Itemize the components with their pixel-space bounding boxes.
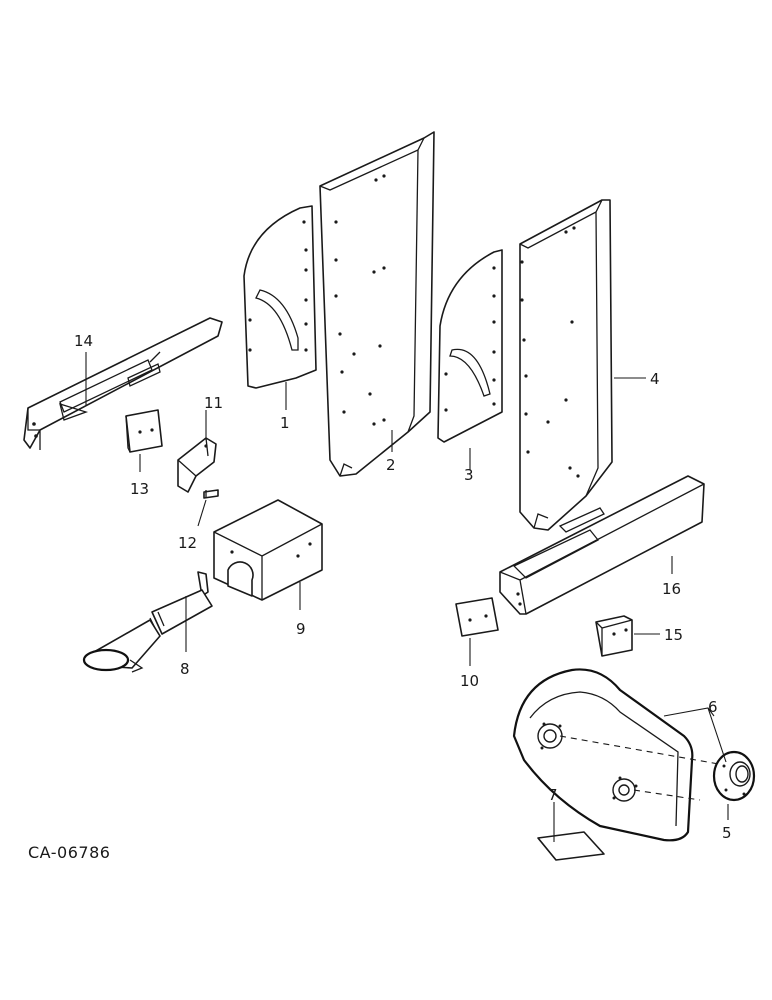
callout-15: 15 [664,626,683,644]
part-16-box-rail [499,475,705,615]
part-4-tall-panel [519,199,613,531]
callout-16: 16 [662,580,681,598]
callout-14: 14 [74,332,93,350]
part-10-plate [455,597,499,637]
callout-2: 2 [386,456,396,474]
part-9-housing [213,499,323,601]
callout-6: 6 [708,698,718,716]
part-12-pin [203,489,219,499]
part-15-bracket [595,615,633,657]
part-5-bearing-flange [712,750,756,802]
part-13-plate [125,409,163,453]
part-14-rail [23,317,223,450]
callout-12: 12 [178,534,197,552]
callout-9: 9 [296,620,306,638]
part-2-tall-panel [319,131,435,477]
callout-1: 1 [280,414,290,432]
callout-5: 5 [722,824,732,842]
part-3-side-plate [437,249,503,443]
callout-4: 4 [650,370,660,388]
callout-3: 3 [464,466,474,484]
part-6-guard-housing [512,668,694,842]
part-1-side-plate [243,205,317,389]
assembly-line-lower [633,789,701,801]
callout-10: 10 [460,672,479,690]
part-7-plate [537,831,605,861]
callout-11: 11 [204,394,223,412]
leader-lines [85,352,729,842]
callout-8: 8 [180,660,190,678]
callout-7: 7 [548,786,558,804]
drawing-reference: CA-06786 [28,843,110,862]
part-11-bracket [177,437,217,493]
part-8-spout [82,571,213,673]
callout-13: 13 [130,480,149,498]
assembly-line-upper [559,735,731,767]
